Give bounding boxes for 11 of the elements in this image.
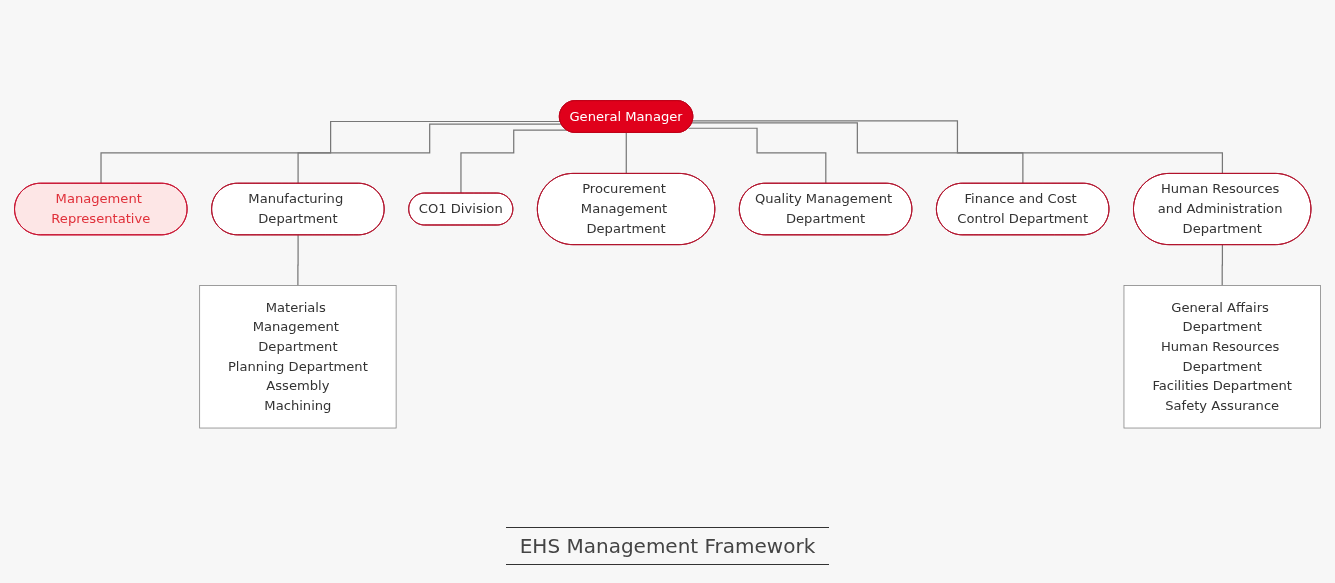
diagram-title: EHS Management Framework: [505, 527, 830, 565]
connector: [100, 121, 562, 185]
connector: [687, 127, 827, 185]
connector: [297, 234, 299, 287]
node-box: Materials Management Department Planning Department Assembly Machining: [199, 285, 397, 429]
connector: [1221, 244, 1224, 287]
connector: [460, 129, 568, 195]
connector: [691, 122, 1024, 185]
connector: [625, 132, 628, 175]
node-box: General Affairs Department Human Resources Department Facilities Department Safety Assurance: [1123, 285, 1321, 429]
connector: [692, 120, 1224, 175]
